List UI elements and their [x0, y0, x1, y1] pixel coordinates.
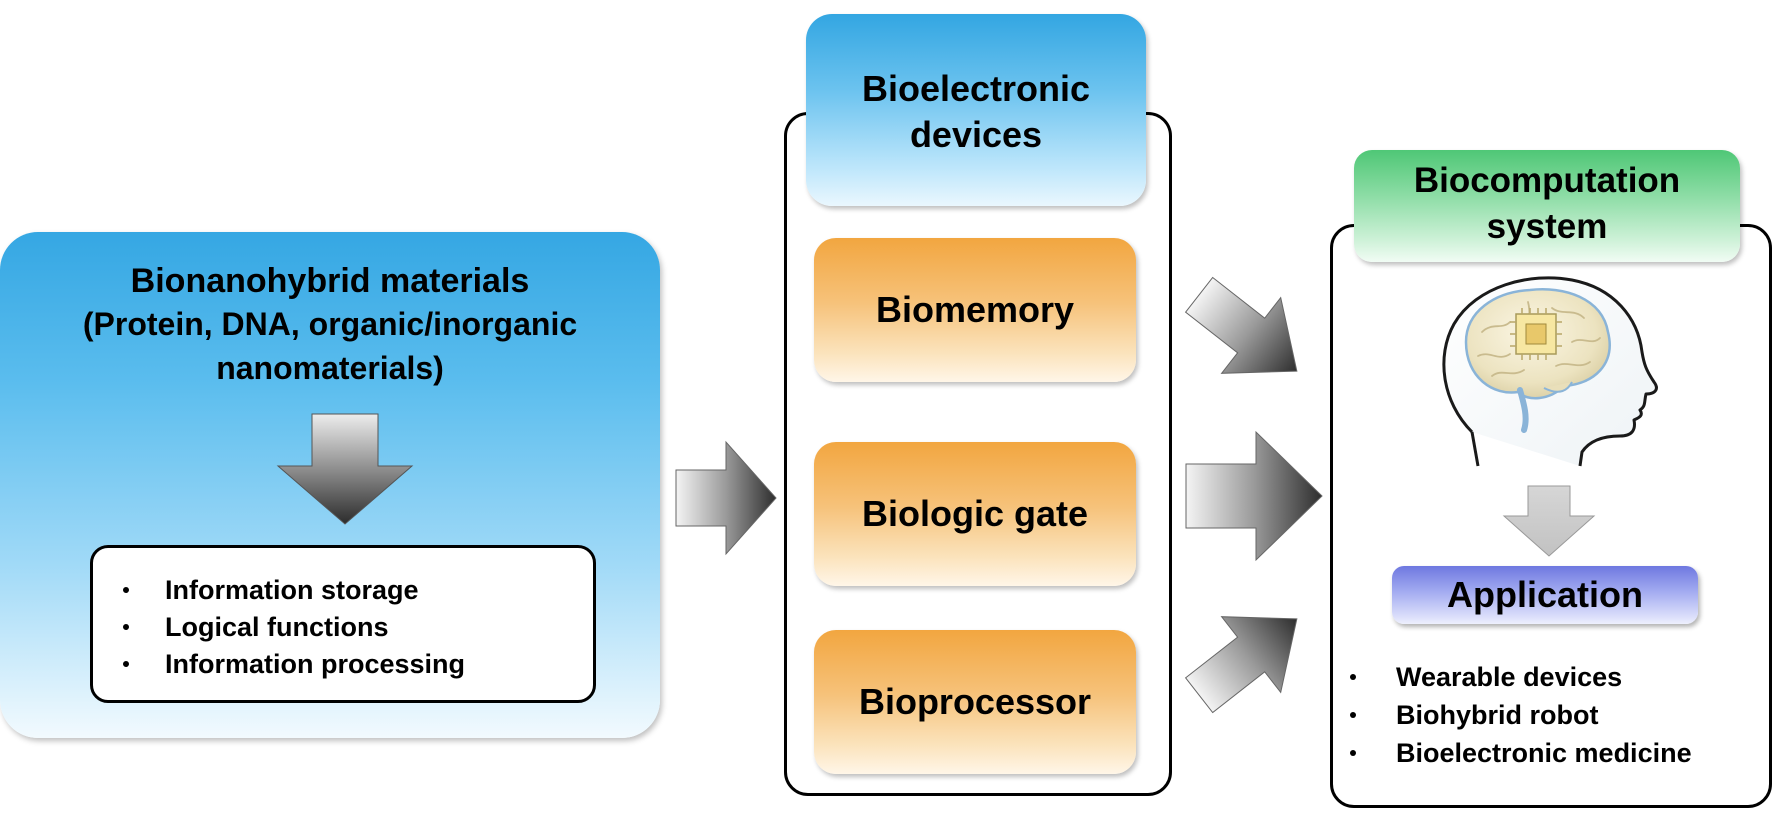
right-arrow-icon — [1185, 430, 1323, 562]
application-item: Wearable devices — [1346, 658, 1692, 696]
diagonal-up-arrow-icon — [1184, 616, 1298, 714]
application-item: Biohybrid robot — [1346, 696, 1692, 734]
function-item: Information processing — [93, 646, 465, 683]
right-arrow-icon — [675, 440, 777, 556]
function-item: Information storage — [93, 572, 465, 609]
system-header-line2: system — [1486, 207, 1608, 246]
materials-title: Bionanohybrid materials — [130, 262, 530, 300]
bullet-icon — [1350, 750, 1356, 756]
application-list: Wearable devices Biohybrid robot Bioelec… — [1346, 658, 1692, 772]
biologic-gate-box: Biologic gate — [814, 442, 1136, 586]
diagonal-down-arrow-icon — [1184, 276, 1298, 374]
devices-header: Bioelectronic devices — [806, 14, 1146, 206]
down-arrow-icon — [276, 413, 414, 525]
bullet-icon — [123, 587, 129, 593]
materials-subtitle-line2: nanomaterials) — [216, 350, 444, 386]
application-item: Bioelectronic medicine — [1346, 734, 1692, 772]
system-header: Biocomputation system — [1354, 150, 1740, 262]
biomemory-box: Biomemory — [814, 238, 1136, 382]
down-arrow-icon — [1502, 485, 1596, 557]
system-header-line1: Biocomputation — [1413, 161, 1681, 200]
bullet-icon — [123, 624, 129, 630]
function-item: Logical functions — [93, 609, 465, 646]
devices-header-line2: devices — [909, 114, 1043, 155]
function-list-box: Information storage Logical functions In… — [90, 545, 596, 703]
application-box: Application — [1392, 566, 1698, 624]
bioprocessor-box: Bioprocessor — [814, 630, 1136, 774]
materials-subtitle-line1: (Protein, DNA, organic/inorganic — [82, 306, 578, 342]
bullet-icon — [1350, 712, 1356, 718]
devices-header-line1: Bioelectronic — [861, 68, 1091, 109]
function-list: Information storage Logical functions In… — [93, 572, 465, 683]
brain-chip-head-icon — [1442, 276, 1658, 467]
bullet-icon — [1350, 674, 1356, 680]
bullet-icon — [123, 661, 129, 667]
